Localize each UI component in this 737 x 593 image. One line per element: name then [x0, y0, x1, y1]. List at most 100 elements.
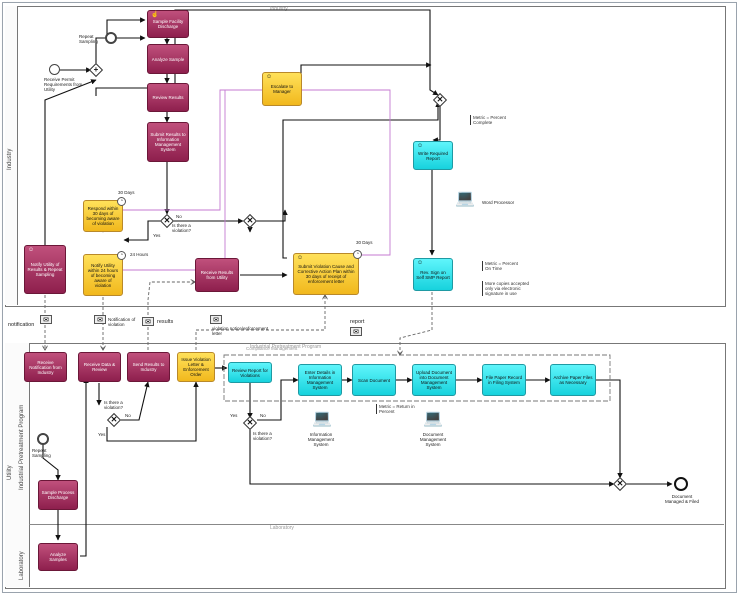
parallel-gateway-top-mark: +	[93, 65, 99, 74]
message-envelope-report: ✉	[350, 327, 362, 336]
repeat-sampling-label-top: Repeat Sampling	[79, 34, 98, 44]
flow-violation-up	[282, 101, 441, 259]
exclusive-gateway-top-mark: ✕	[163, 216, 171, 225]
no-label-mid: No	[125, 413, 131, 418]
task-submit-results-text: Submit Results to Information Management…	[150, 132, 186, 152]
task-submit-results[interactable]: Submit Results to Information Management…	[147, 122, 189, 162]
message-report-label: report	[350, 319, 365, 325]
flow-escalate	[300, 62, 432, 82]
task-receive-data-review[interactable]: Receive Data & Review	[78, 352, 121, 382]
task-receive-results-industry[interactable]: Receive Results from Utility	[195, 258, 239, 292]
task-respond-30-days[interactable]: Respond within 30 days of becoming aware…	[83, 197, 126, 232]
exclusive-gateway-end-mark: ✕	[616, 479, 624, 488]
manual-task-icon: ☝	[151, 12, 159, 18]
task-analyze-sample-ind[interactable]: Analyze Sample	[147, 44, 189, 74]
task-scan-document[interactable]: Scan Document	[352, 364, 396, 396]
message-envelope-violation: ✉	[94, 315, 106, 324]
task-notify-repeat-text: Notify Utility of Results & Repeat Sampl…	[27, 262, 63, 277]
lane-separator	[29, 524, 724, 525]
task-sample-facility-discharge[interactable]: Sample Facility Discharge ☝	[147, 10, 189, 38]
task-receive-data-review-text: Receive Data & Review	[83, 362, 116, 372]
yes-label-bottom: Yes	[230, 413, 238, 418]
task-archive-paper-text: Archive Paper Files as Necessary	[553, 375, 593, 385]
timer-icon-24h: ◔	[117, 251, 126, 260]
repeat-sampling-label-bottom: Repeat Sampling	[32, 448, 51, 458]
message-violation-label: Notification of violation	[108, 317, 136, 327]
task-issue-violation-letter[interactable]: Issue Violation Letter & Enforcement Ord…	[177, 352, 215, 382]
timer-icon-violation: ◔	[353, 250, 362, 259]
task-upload-document[interactable]: Upload Document into Document Management…	[412, 364, 456, 396]
flow-gw-enter	[257, 377, 299, 421]
message-letter-label: violation notice/enforcement letter	[212, 326, 269, 336]
task-upload-document-text: Upload Document into Document Management…	[415, 370, 453, 390]
repeat-sampling-event-top	[105, 32, 117, 44]
message-envelope-results: ✉	[142, 317, 154, 326]
task-notify-24-hours[interactable]: Notify Utility within 24 hours of becomi…	[83, 251, 126, 296]
assoc-notify-escalate	[123, 90, 226, 271]
message-envelope-letter: ✉	[210, 315, 222, 324]
task-scan-document-text: Scan Document	[357, 377, 391, 383]
program-header: Industrial Pretreatment Program	[250, 344, 322, 350]
flow-no-gw-end	[249, 428, 615, 487]
task-sample-process-text: Sample Process Discharge	[41, 490, 75, 500]
flow-archive-gw	[596, 379, 623, 479]
group-label: Compliance Management	[246, 346, 298, 351]
task-respond-30-days-text: Respond within 30 days of becoming aware…	[86, 206, 120, 226]
task-review-results-ind-text: Review Results	[152, 95, 184, 100]
msg-violation-letter	[195, 295, 325, 350]
task-rev-sign-report[interactable]: ☺ Rev. Sign on Self SMP Report	[413, 258, 453, 291]
task-receive-results-industry-text: Receive Results from Utility	[200, 270, 234, 280]
task-write-report[interactable]: ☺ Write Required Report	[413, 141, 453, 170]
yes-label-mid: Yes	[98, 432, 106, 437]
flow-gw-send	[114, 381, 150, 421]
task-file-paper[interactable]: File Paper Record in Filing System	[482, 364, 526, 396]
yes-label-top: Yes	[153, 233, 161, 238]
computer-icon-dms: 💻	[423, 410, 443, 427]
note-more-copies: More copies accepted only via electronic…	[482, 281, 531, 296]
assoc-respond-escalate	[123, 89, 262, 211]
end-event	[674, 477, 688, 491]
task-submit-violation[interactable]: ☺ Submit Violation Cause and Corrective …	[293, 250, 362, 295]
violation-question-mid: Is there a violation?	[104, 400, 124, 410]
word-processor-label: Word Processor	[482, 200, 515, 205]
task-enter-details-text: Enter Details in Information Management …	[304, 370, 336, 390]
flow-merge-right	[257, 209, 288, 222]
lab-lane-band	[17, 524, 30, 587]
task-send-results[interactable]: Send Results to Industry	[127, 352, 170, 382]
note-metric-ontime: Metric = Percent On Time	[482, 261, 525, 271]
timer-30-days-label: 30 Days	[118, 190, 135, 195]
task-sample-process[interactable]: Sample Process Discharge	[38, 480, 78, 510]
user-task-icon: ☺	[297, 255, 304, 261]
user-task-icon: ☺	[417, 143, 424, 149]
note-metric-report: Metric = Percent Complete	[470, 115, 513, 125]
start-event-label: Receive Permit Requirements from Utility	[44, 77, 83, 92]
task-analyze-samples-lab[interactable]: Analyze Samples	[38, 543, 78, 571]
timer-24-hours-label: 24 Hours	[130, 252, 149, 257]
user-task-icon: ☺	[28, 247, 35, 253]
task-sample-facility-discharge-text: Sample Facility Discharge	[152, 19, 184, 29]
task-review-results-ind[interactable]: Review Results	[147, 83, 189, 112]
task-receive-notification-text: Receive Notification from Industry	[29, 359, 62, 375]
task-review-report[interactable]: Review Report for Violations	[228, 362, 272, 383]
task-notify-24-hours-text: Notify Utility within 24 hours of becomi…	[87, 262, 119, 288]
ims-label: Information Management System	[307, 432, 335, 447]
flow-gw-issue	[106, 381, 199, 442]
task-analyze-sample-ind-text: Analyze Sample	[151, 56, 185, 62]
no-label-top: No	[176, 214, 182, 219]
task-analyze-samples-lab-text: Analyze Samples	[49, 552, 67, 562]
task-enter-details[interactable]: Enter Details in Information Management …	[298, 364, 342, 396]
task-send-results-text: Send Results to Industry	[132, 362, 165, 372]
program-lane-band	[17, 343, 30, 524]
task-receive-notification[interactable]: Receive Notification from Industry	[24, 352, 67, 382]
task-file-paper-text: File Paper Record in Filing System	[485, 375, 523, 385]
exclusive-gateway-merge-mark: ✕	[246, 216, 254, 225]
task-rev-sign-report-text: Rev. Sign on Self SMP Report	[416, 269, 450, 280]
timer-30-days-b-label: 30 Days	[356, 240, 373, 245]
compliance-group	[223, 354, 611, 402]
task-escalate[interactable]: ☺ Escalate to Manager	[262, 72, 302, 106]
message-envelope-notification: ✉	[40, 315, 52, 324]
task-notify-repeat[interactable]: ☺ Notify Utility of Results & Repeat Sam…	[24, 245, 66, 294]
task-submit-violation-text: Submit Violation Cause and Corrective Ac…	[297, 264, 355, 284]
task-archive-paper[interactable]: Archive Paper Files as Necessary	[550, 364, 596, 396]
